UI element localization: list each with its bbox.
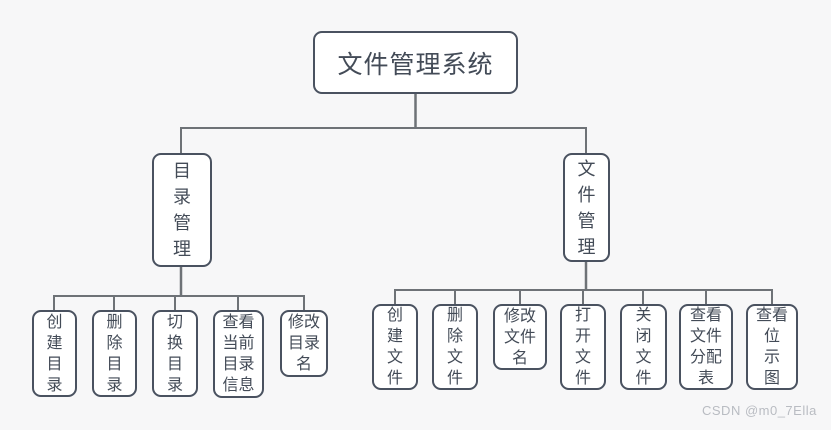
node-root-file-management-system: 文件管理系统 [313, 31, 518, 94]
watermark-text: CSDN @m0_7Ella [702, 403, 817, 418]
node-leaf-switch-directory: 切 换 目 录 [152, 310, 198, 397]
node-branch-file-management: 文 件 管 理 [563, 153, 610, 262]
node-leaf-create-directory: 创 建 目 录 [32, 310, 77, 397]
node-leaf-close-file: 关 闭 文 件 [620, 304, 667, 390]
node-leaf-rename-file: 修改 文件 名 [493, 304, 547, 370]
node-leaf-delete-directory: 删 除 目 录 [92, 310, 137, 397]
node-leaf-view-file-allocation-table: 查看 文件 分配 表 [679, 304, 733, 390]
node-leaf-delete-file: 删 除 文 件 [432, 304, 478, 390]
node-branch-directory-management: 目 录 管 理 [152, 153, 212, 267]
node-leaf-rename-directory: 修改 目录 名 [280, 310, 328, 377]
node-leaf-view-current-directory-info: 查看 当前 目录 信息 [213, 310, 264, 398]
node-leaf-view-bitmap: 查看 位 示 图 [746, 304, 798, 390]
node-leaf-open-file: 打 开 文 件 [560, 304, 606, 390]
node-leaf-create-file: 创 建 文 件 [372, 304, 418, 390]
